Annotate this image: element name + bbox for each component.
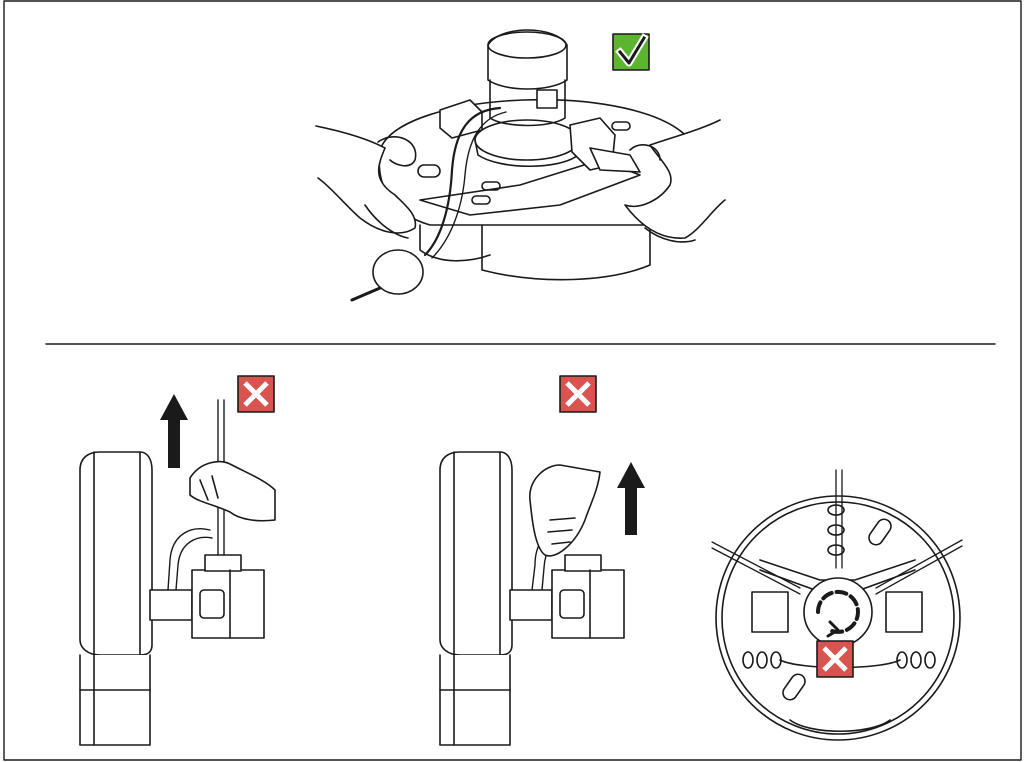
figure-border bbox=[3, 0, 1022, 761]
up-arrow-icon bbox=[160, 394, 188, 468]
cross-icon bbox=[237, 375, 275, 413]
cross-icon bbox=[816, 640, 854, 678]
up-arrow-icon bbox=[617, 462, 645, 535]
cross-icon bbox=[559, 375, 597, 413]
checkmark-icon bbox=[612, 33, 650, 71]
lift-by-housing-illustration bbox=[439, 451, 645, 746]
pull-by-cable-illustration bbox=[79, 394, 276, 746]
correct-carry-illustration bbox=[315, 29, 726, 302]
rotate-housing-illustration bbox=[711, 469, 963, 741]
